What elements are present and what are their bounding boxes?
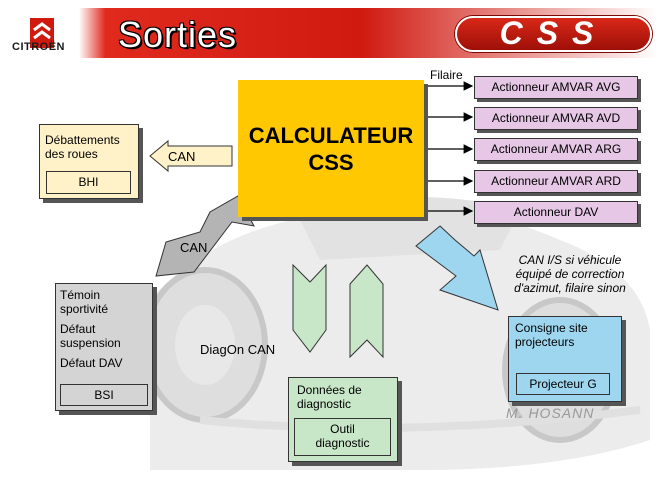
can-arrow-bhi (149, 139, 233, 173)
page-title: Sorties (118, 14, 238, 55)
debattements-line1: Débattements (45, 133, 120, 147)
projector-line1: Consigne site (515, 321, 588, 335)
can-is-note-line1: CAN I/S si véhicule (518, 253, 622, 267)
citroen-chevrons-icon (30, 18, 54, 48)
actuator-dav: Actionneur DAV (474, 201, 638, 224)
bsi-line2: sportivité (60, 302, 109, 316)
can-is-arrow-projector (415, 225, 499, 311)
calculateur-label: CALCULATEUR (248, 122, 414, 148)
outil-diagnostic-module: Outil diagnostic (294, 418, 391, 456)
bsi-line1: Témoin (60, 288, 101, 302)
brand-wordmark: CITROËN (12, 41, 65, 53)
can-arrow-bsi (155, 195, 255, 277)
actuator-amvar-arg: Actionneur AMVAR ARG (474, 138, 638, 161)
outil-line1: Outil (330, 422, 355, 436)
diagon-can-label: DiagOn CAN (200, 342, 276, 357)
projector-line2: projecteurs (515, 335, 575, 349)
diag-arrow-up (349, 264, 384, 359)
can-is-note: CAN I/S si véhicule équipé de correction… (495, 253, 645, 295)
can-label-bhi: CAN (168, 149, 196, 164)
actuator-amvar-avg: Actionneur AMVAR AVG (474, 76, 638, 99)
bsi-line4: suspension (60, 336, 121, 350)
artist-signature: M. HOSANN (506, 405, 595, 421)
bsi-module: BSI (60, 384, 148, 406)
projecteur-g-module: Projecteur G (516, 373, 610, 395)
can-is-note-line2: équipé de correction (515, 267, 625, 281)
css-logo-text: CSS (499, 15, 608, 51)
diagnostic-line1: Données de (297, 383, 362, 397)
can-label-bsi: CAN (180, 240, 208, 255)
bsi-box: Témoin sportivité Défaut suspension Défa… (55, 283, 153, 411)
debattements-box: Débattements des roues BHI (39, 124, 139, 199)
debattements-line2: des roues (45, 147, 98, 161)
diagnostic-line2: diagnostic (297, 397, 352, 411)
actuator-amvar-avd: Actionneur AMVAR AVD (474, 107, 638, 130)
filaire-label: Filaire (430, 68, 463, 82)
filaire-arrows (424, 81, 474, 216)
bsi-line3: Défaut (60, 322, 96, 336)
can-is-note-line3: d'azimut, filaire sinon (514, 281, 626, 295)
css-logo-badge (455, 16, 652, 52)
diag-arrow-down (292, 263, 327, 353)
diagnostic-box: Données de diagnostic Outil diagnostic (288, 377, 398, 462)
calculateur-css-box: CALCULATEUR CSS (238, 80, 424, 217)
actuator-amvar-ard: Actionneur AMVAR ARD (474, 170, 638, 193)
projector-box: Consigne site projecteurs Projecteur G (508, 316, 622, 402)
outil-line2: diagnostic (315, 436, 370, 450)
css-label: CSS (308, 149, 354, 175)
bhi-module: BHI (46, 171, 131, 194)
bsi-line5: Défaut DAV (60, 356, 123, 370)
